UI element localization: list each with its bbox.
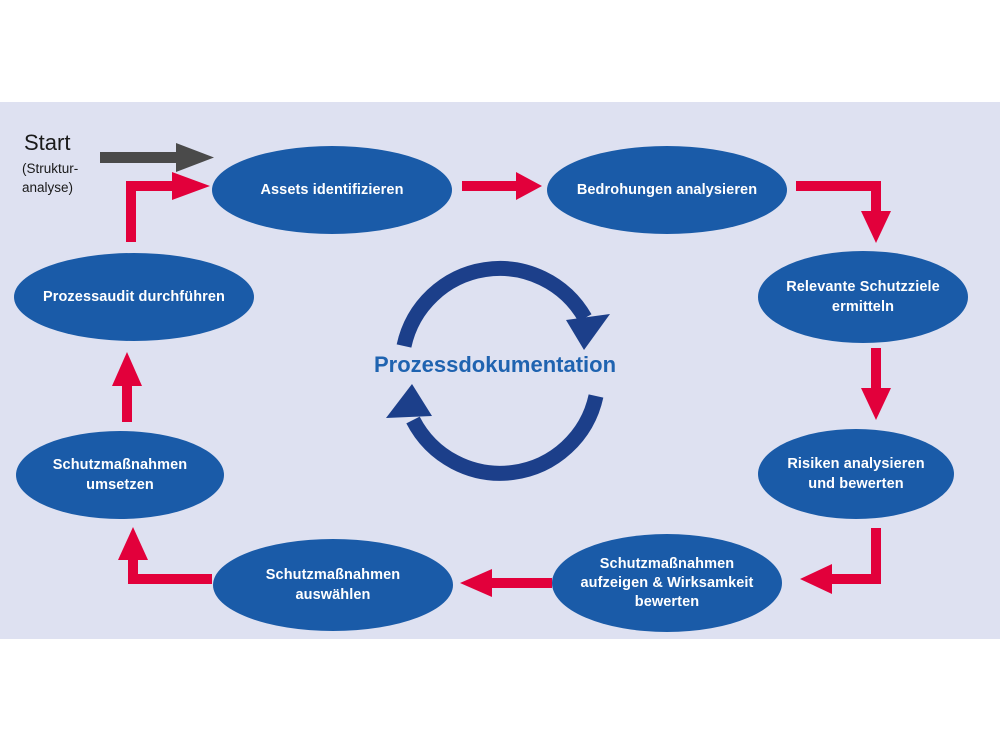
node-shape-aufzeigen (552, 534, 782, 632)
node-prozessaudit: Prozessaudit durchführen (42, 289, 226, 305)
flow-arrow-umsetzen-to-prozessaudit (112, 352, 142, 422)
node-shape-assets (212, 146, 452, 234)
node-umsetzen: Schutzmaßnahmen umsetzen (52, 457, 188, 493)
center-label: Prozessdokumentation (373, 352, 617, 377)
cycle-arrowhead-bottom (386, 384, 432, 418)
node-auswaehlen: Schutzmaßnahmen auswählen (265, 567, 401, 603)
flow-arrow-bedrohungen-to-schutzziele (796, 181, 891, 243)
cycle-arrowhead-top (566, 314, 610, 350)
start-arrow (100, 143, 214, 172)
node-schutzziele: Relevante Schutzziele ermitteln (786, 279, 940, 315)
diagram-background (0, 102, 1000, 639)
node-shape-prozessaudit (14, 253, 254, 341)
flow-arrow-prozessaudit-to-assets (126, 172, 210, 242)
cycle-arrows (396, 261, 604, 481)
node-assets: Assets identifizieren (260, 182, 404, 198)
flow-arrow-assets-to-bedrohungen (462, 172, 542, 200)
node-shape-bedrohungen (547, 146, 787, 234)
start-subtitle: (Struktur- analyse) (22, 161, 79, 195)
flow-arrow-schutzziele-to-risiken (861, 348, 891, 420)
start-title: Start (24, 130, 71, 155)
flow-arrow-auswaehlen-to-umsetzen (118, 527, 212, 584)
node-bedrohungen: Bedrohungen analysieren (576, 182, 758, 198)
cycle-arrow-top (396, 261, 592, 348)
node-shape-risiken (758, 429, 954, 519)
node-shape-umsetzen (16, 431, 224, 519)
node-aufzeigen: Schutzmaßnahmen aufzeigen & Wirksamkeit … (580, 555, 754, 610)
flow-arrow-aufzeigen-to-auswaehlen (460, 569, 552, 597)
cycle-arrow-bottom (406, 394, 604, 481)
flow-arrow-risiken-to-aufzeigen (800, 528, 881, 594)
node-shape-auswaehlen (213, 539, 453, 631)
node-risiken: Risiken analysieren und bewerten (787, 456, 925, 492)
node-shape-schutzziele (758, 251, 968, 343)
